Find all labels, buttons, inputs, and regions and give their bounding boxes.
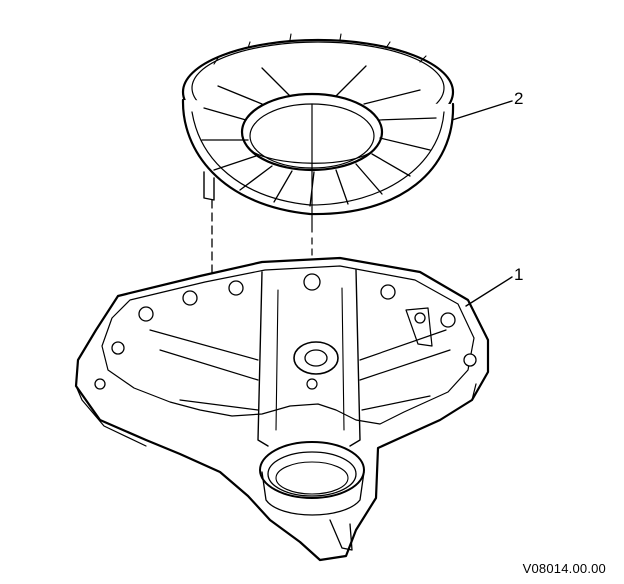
callout-number-2: 2 bbox=[514, 89, 524, 108]
leader-line-2 bbox=[451, 100, 513, 121]
figure-id-label: V08014.00.00 bbox=[522, 561, 606, 576]
callout-number-1: 1 bbox=[514, 265, 524, 284]
part-2-ring-cover bbox=[181, 33, 455, 216]
leader-line-1 bbox=[465, 276, 513, 307]
part-1-case-housing bbox=[74, 256, 490, 562]
